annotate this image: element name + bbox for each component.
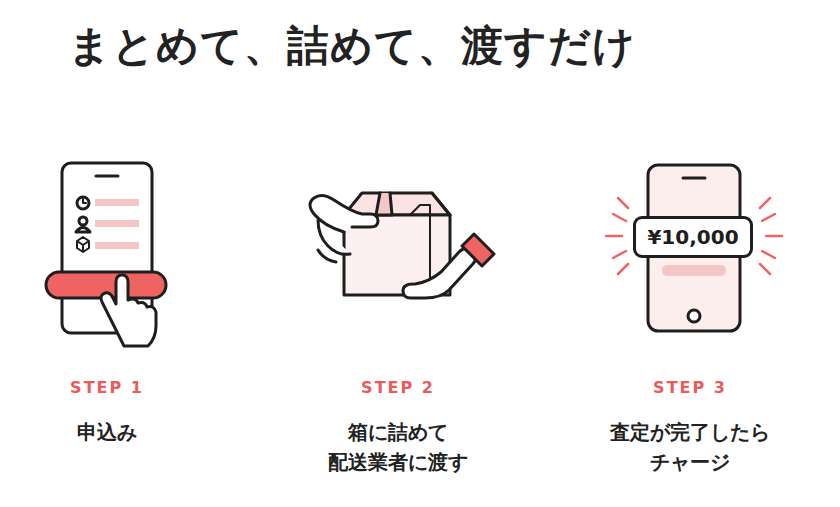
step-number: STEP 1 [70, 378, 144, 397]
diagram-title: まとめて、詰めて、渡すだけ [68, 18, 636, 74]
step-number: STEP 2 [361, 378, 435, 397]
amount-badge: ¥10,000 [633, 216, 753, 258]
amount-text: ¥10,000 [647, 225, 738, 249]
step-description: 箱に詰めて 配送業者に渡す [313, 417, 483, 477]
step-description: 査定が完了したら チャージ [590, 417, 790, 477]
step-description: 申込み [17, 417, 197, 447]
phone-charge-icon [606, 165, 782, 331]
step-number: STEP 3 [653, 378, 727, 397]
phone-form-icon [46, 163, 166, 346]
package-handover-icon [310, 193, 494, 298]
